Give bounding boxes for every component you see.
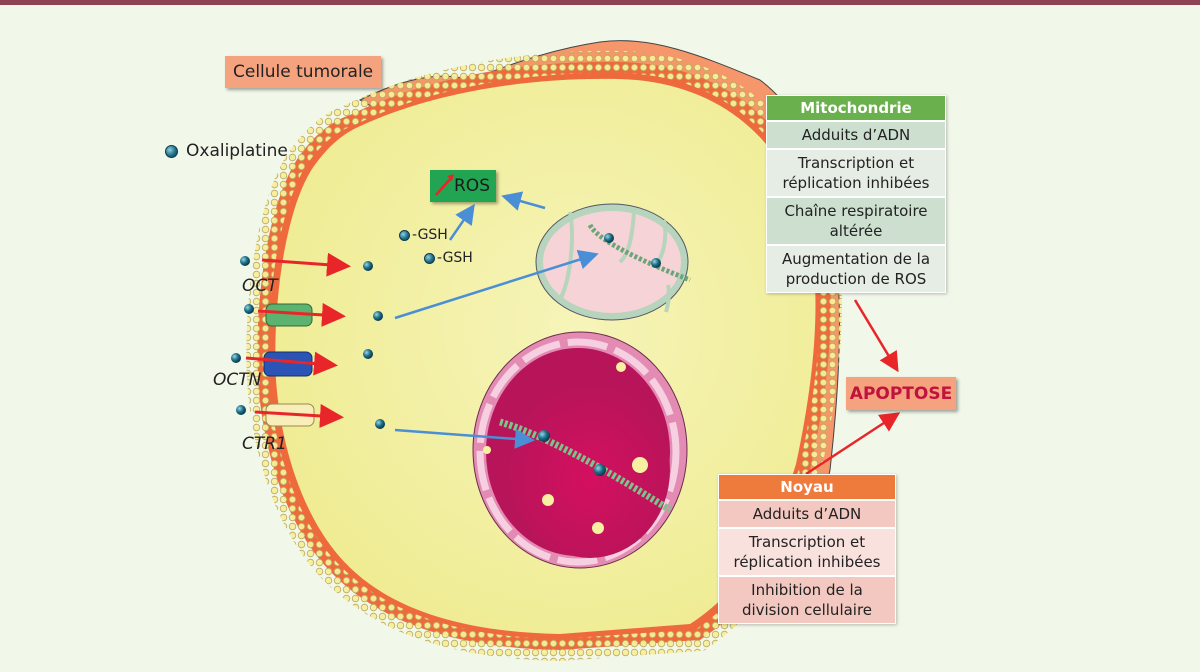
blue-arrows — [394, 191, 599, 449]
transporter-label-oct: OCT — [242, 276, 278, 296]
nucleus-effect: Transcription et réplication inhibées — [719, 529, 895, 577]
mitochondria-effects-box: Mitochondrie Adduits d’ADN Transcription… — [766, 95, 946, 293]
influx-arrows — [245, 252, 351, 428]
increase-arrow-icon — [435, 174, 454, 196]
mitochondria-effect: Adduits d’ADN — [767, 122, 945, 150]
apoptosis-arrows — [805, 299, 901, 476]
ros-box: ROS — [430, 170, 496, 202]
legend-label: Oxaliplatine — [186, 141, 288, 161]
mitochondria-effect: Augmentation de la production de ROS — [767, 246, 945, 292]
mitochondria-effect: Chaîne respiratoire altérée — [767, 198, 945, 246]
top-bar — [0, 0, 1200, 5]
gsh-conjugate: -GSH — [399, 227, 448, 243]
mitochondrion — [535, 203, 691, 321]
nucleus-effects-box: Noyau Adduits d’ADN Transcription et rép… — [718, 474, 896, 624]
gsh-label: -GSH — [437, 250, 473, 266]
nucleus-effect: Adduits d’ADN — [719, 501, 895, 529]
oxaliplatin-molecule-icon — [165, 144, 178, 158]
nucleus-effect: Inhibition de la division cellulaire — [719, 577, 895, 623]
transporter-label-ctr1: CTR1 — [242, 434, 287, 454]
mitochondria-title: Mitochondrie — [767, 96, 945, 122]
cell-label: Cellule tumorale — [225, 56, 382, 88]
gsh-conjugate: -GSH — [424, 250, 473, 266]
gsh-label: -GSH — [412, 227, 448, 243]
nucleus-title: Noyau — [719, 475, 895, 501]
legend: Oxaliplatine — [165, 141, 288, 161]
oxaliplatin-molecule-icon — [399, 229, 410, 241]
nucleus — [472, 331, 688, 569]
mitochondria-effect: Transcription et réplication inhibées — [767, 150, 945, 198]
oxaliplatin-molecule-icon — [424, 252, 435, 264]
apoptosis-box: APOPTOSE — [846, 377, 956, 410]
transporter-label-octn: OCTN — [213, 370, 262, 390]
oxaliplatin-molecules — [231, 256, 385, 429]
ros-label: ROS — [454, 176, 490, 196]
